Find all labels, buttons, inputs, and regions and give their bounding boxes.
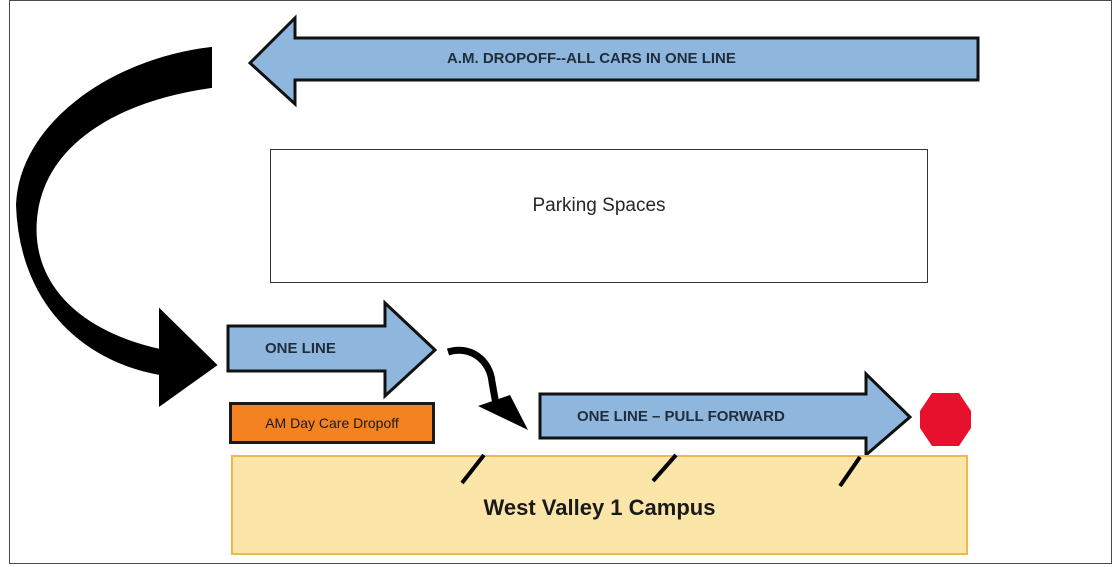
top-arrow-label: A.M. DROPOFF--ALL CARS IN ONE LINE [447, 50, 736, 67]
parking-spaces: Parking Spaces [270, 149, 928, 283]
one-line-label: ONE LINE [265, 340, 336, 357]
pull-forward-label: ONE LINE – PULL FORWARD [577, 408, 785, 425]
small-curve-arrow [446, 346, 501, 411]
one-line-arrow [226, 299, 438, 400]
pull-forward-arrow [538, 370, 913, 459]
daycare-dropoff-box: AM Day Care Dropoff [229, 402, 435, 444]
diagram-frame [9, 0, 1112, 564]
curved-return-arrow [15, 46, 218, 407]
top-dropoff-arrow [247, 14, 980, 108]
stop-sign-icon [920, 393, 971, 446]
parking-label: Parking Spaces [532, 195, 666, 216]
small-curve-arrowhead [478, 395, 528, 430]
daycare-label: AM Day Care Dropoff [265, 415, 399, 431]
campus-label: West Valley 1 Campus [483, 495, 716, 520]
campus-building: West Valley 1 Campus [231, 455, 968, 555]
